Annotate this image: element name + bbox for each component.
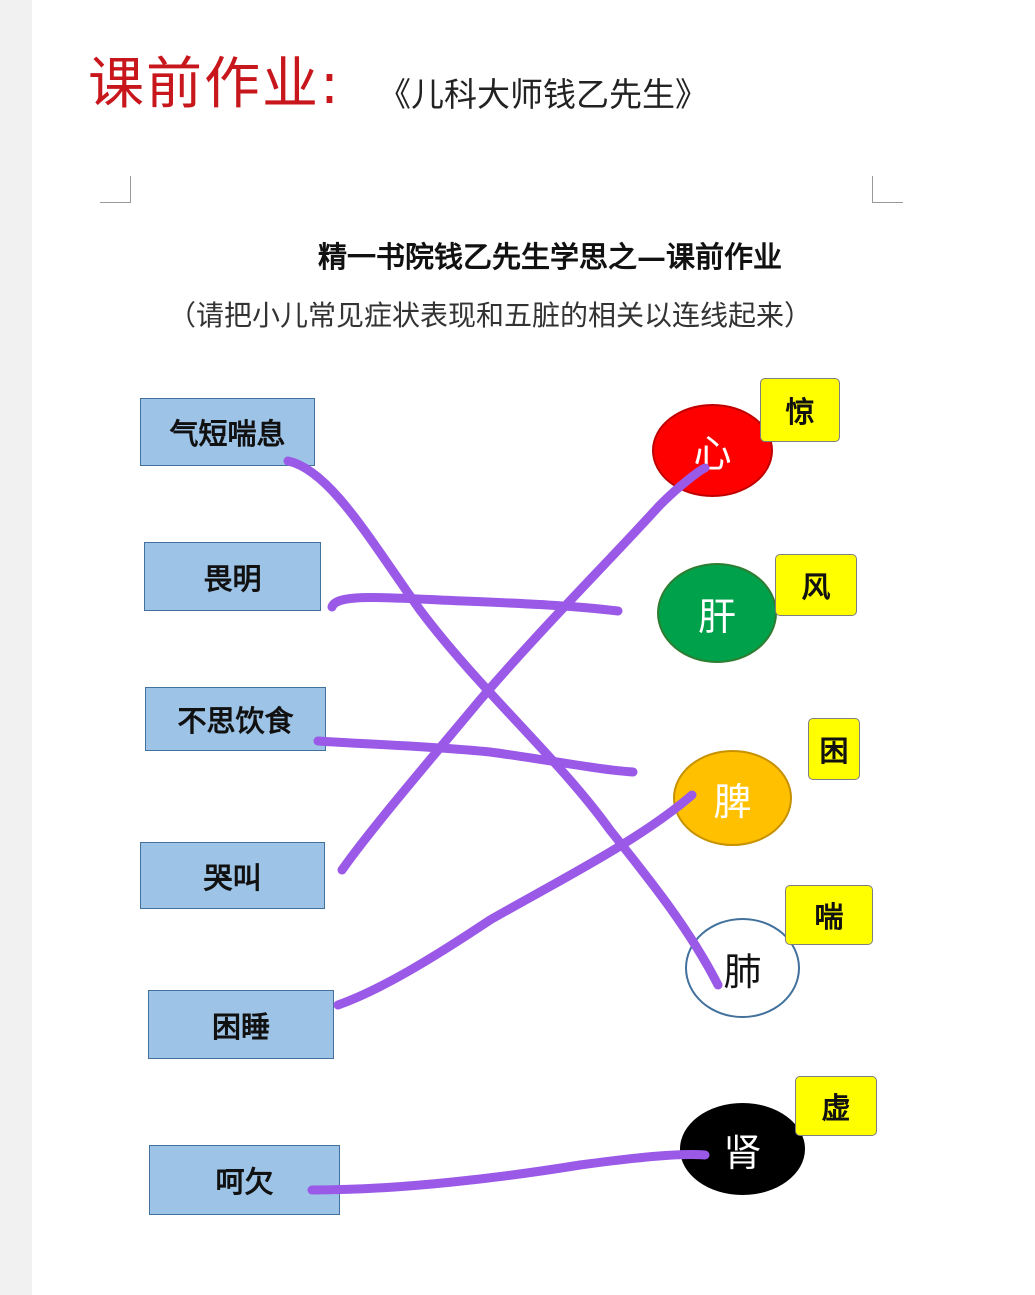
organ-spleen[interactable]: 脾 [673,750,792,846]
organ-lung-tag: 喘 [785,885,873,945]
symptom-box-shortness-of-breath[interactable]: 气短喘息 [140,398,315,466]
symptom-box-photophobia[interactable]: 畏明 [144,542,321,611]
crop-mark-right [872,176,903,203]
homework-heading: 课前作业: [88,52,341,117]
organ-heart[interactable]: 心 [652,404,773,497]
organ-spleen-tag: 困 [808,718,860,780]
organ-heart-label: 心 [693,432,732,476]
symptom-box-poor-appetite[interactable]: 不思饮食 [145,687,326,751]
organ-lung[interactable]: 肺 [685,918,800,1018]
organ-kidney-tag: 虚 [795,1076,877,1136]
symptom-box-crying[interactable]: 哭叫 [140,842,325,909]
organ-kidney[interactable]: 肾 [680,1103,805,1195]
organ-liver-label: 肝 [697,594,736,639]
organ-liver-tag: 风 [775,554,857,616]
organ-heart-tag: 惊 [760,378,840,442]
organ-spleen-label: 脾 [713,779,752,824]
organ-kidney-label: 肾 [723,1130,762,1175]
symptom-box-yawning[interactable]: 呵欠 [149,1145,340,1215]
organ-lung-label: 肺 [723,949,762,994]
symptom-box-drowsiness[interactable]: 困睡 [148,990,334,1059]
book-title: 《儿科大师钱乙先生》 [378,75,708,114]
worksheet-instruction: （请把小儿常见症状表现和五脏的相关以连线起来） [168,299,813,332]
organ-liver[interactable]: 肝 [657,563,777,663]
worksheet-title: 精一书院钱乙先生学思之—课前作业 [317,240,782,274]
crop-mark-left [100,176,131,203]
